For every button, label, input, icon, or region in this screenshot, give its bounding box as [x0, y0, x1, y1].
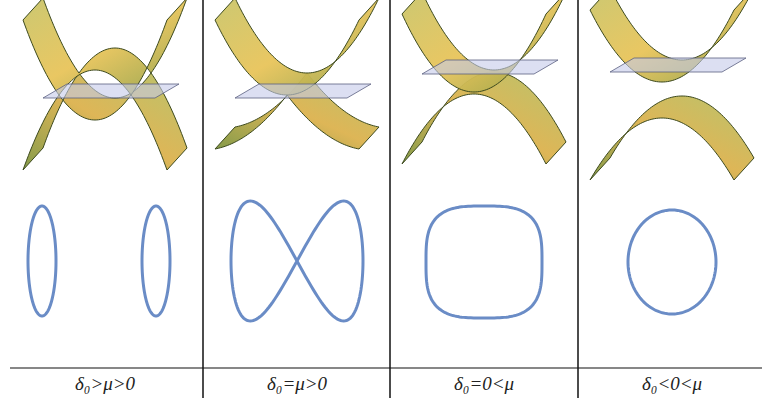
fermi-contour: [28, 206, 56, 316]
divider-line: [577, 0, 579, 398]
conduction-band: [402, 0, 566, 92]
fermi-plane: [235, 84, 371, 98]
condition-label: δ₀=μ>0: [265, 373, 329, 395]
fermi-contour: [142, 206, 170, 316]
conduction-band: [23, 0, 187, 95]
fermi-plane: [422, 60, 558, 74]
condition-label: δ₀=0<μ: [452, 373, 516, 395]
fermi-contour: [426, 206, 542, 318]
conduction-band: [215, 0, 379, 95]
fermi-plane: [610, 58, 746, 72]
divider-line: [202, 0, 204, 398]
band-panel: [590, 0, 754, 180]
fermi-plane: [43, 84, 179, 98]
band-panel: [402, 0, 566, 164]
baseline-rule: [10, 367, 762, 368]
valence-band: [23, 73, 187, 170]
divider-line: [389, 0, 391, 398]
valence-band: [215, 73, 379, 149]
band-panel: [215, 0, 379, 149]
fermi-contour: [231, 201, 363, 321]
fermi-contour: [628, 210, 716, 314]
band-panel: [23, 0, 187, 170]
condition-label: δ₀<0<μ: [640, 373, 704, 395]
fermi-curves: [28, 201, 716, 321]
valence-band: [590, 96, 754, 180]
conduction-band: [590, 0, 754, 82]
condition-label: δ₀>μ>0: [73, 373, 137, 395]
panel-dividers: [10, 0, 762, 398]
band-surfaces: [23, 0, 754, 180]
